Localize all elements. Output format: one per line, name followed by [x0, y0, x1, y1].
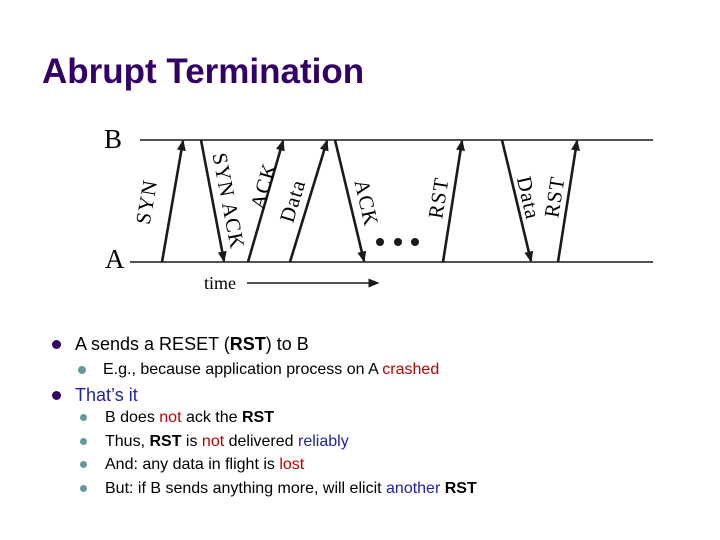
bullet-text: Thus, RST is not delivered reliably: [105, 433, 349, 451]
bullet-text: That’s it: [75, 385, 138, 406]
bullet-row-reset: A sends a RESET (RST) to B: [52, 334, 309, 355]
bullet-row-not-reliable: Thus, RST is not delivered reliably: [80, 433, 349, 451]
bullet-text: E.g., because application process on A c…: [103, 361, 439, 379]
text-segment: RST: [229, 334, 266, 354]
text-segment: ) to B: [265, 334, 309, 354]
arrow-ack-1: [246, 139, 285, 263]
text-segment: is: [181, 433, 202, 450]
bullet-text: But: if B sends anything more, will elic…: [105, 480, 477, 498]
arrow-rst-1: [441, 139, 465, 263]
endpoint-label-b: B: [104, 124, 123, 154]
bullet-marker: [80, 414, 87, 421]
text-segment: crashed: [382, 361, 440, 378]
bullet-marker: [80, 461, 87, 468]
bullet-row-data-lost: And: any data in flight is lost: [80, 456, 304, 474]
bullet-marker: [52, 340, 61, 349]
bullet-row-no-ack: B does not ack the RST: [80, 409, 274, 427]
time-axis-label: time: [204, 273, 236, 293]
text-segment: ack the: [181, 409, 242, 426]
text-segment: And: any data in flight is: [105, 456, 280, 473]
bullet-row-another-rst: But: if B sends anything more, will elic…: [80, 480, 477, 498]
text-segment: reliably: [298, 433, 349, 450]
text-segment: not: [159, 409, 182, 426]
text-segment: B does: [105, 409, 160, 426]
text-segment: RST: [242, 409, 274, 426]
bullet-marker: [52, 391, 61, 400]
text-segment: not: [201, 433, 225, 450]
text-segment: Thus,: [105, 433, 150, 450]
text-segment: another: [386, 480, 441, 497]
bullet-row-crashed: E.g., because application process on A c…: [78, 361, 439, 379]
arrow-rst-2: [556, 139, 580, 263]
endpoint-label-a: A: [105, 244, 125, 274]
arrow-data-2: [500, 139, 534, 263]
text-segment: delivered: [224, 433, 298, 450]
arrow-ack-2: [333, 139, 367, 263]
text-segment: A sends a RESET (: [75, 334, 230, 354]
bullet-marker: [78, 366, 86, 374]
text-segment: E.g., because application process on A: [103, 361, 383, 378]
bullet-text: B does not ack the RST: [105, 409, 274, 427]
bullet-text: A sends a RESET (RST) to B: [75, 334, 309, 355]
text-segment: RST: [149, 433, 182, 450]
slide-title: Abrupt Termination: [42, 52, 365, 91]
text-segment: But: if B sends anything more, will elic…: [105, 480, 387, 497]
sequence-diagram: [130, 139, 653, 288]
arrow-syn-ack: [199, 139, 227, 263]
text-segment: RST: [444, 480, 477, 497]
bullet-marker: [80, 485, 87, 492]
bullet-marker: [80, 438, 87, 445]
bullet-text: And: any data in flight is lost: [105, 456, 304, 474]
text-segment: lost: [279, 456, 305, 473]
arrow-data-1: [288, 139, 329, 263]
arrow-syn: [160, 139, 186, 263]
bullet-row-thats-it: That’s it: [52, 385, 138, 406]
ellipsis-dots: [376, 238, 419, 246]
text-segment: That’s it: [75, 385, 138, 405]
